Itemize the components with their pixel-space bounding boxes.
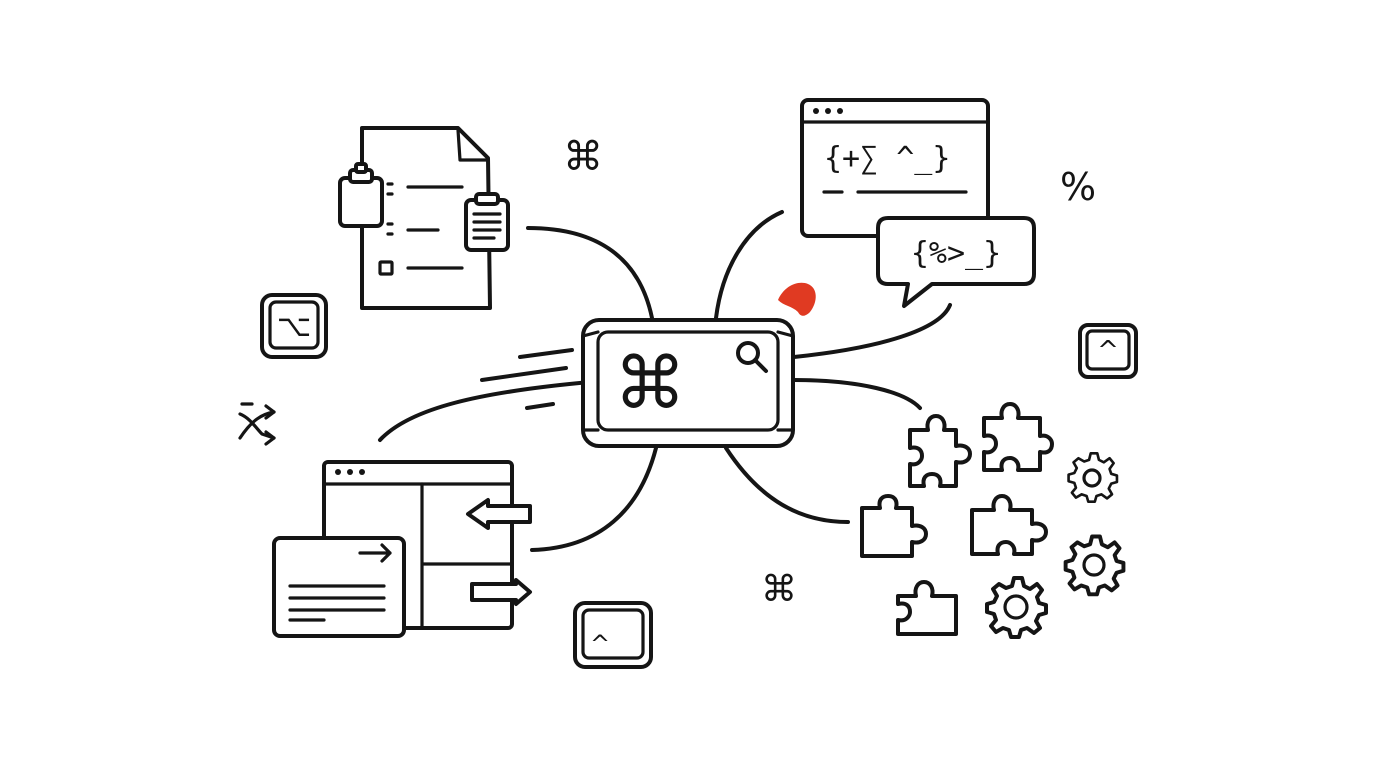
caret-key-bottom-glyph: ^ [590,630,610,658]
split-window [272,460,532,638]
connector-puzzle-upper [792,378,922,410]
code-editor-window: {+∑ ^_} [800,98,990,238]
connector-lines [378,210,952,552]
gear-icon [1067,452,1119,504]
speech-bubble-text: {%>_} [911,236,1001,271]
motion-lines [480,348,574,410]
connector-puzzle-lower [724,446,850,524]
clipboard-icon [338,162,384,228]
gear-icon [1063,534,1126,597]
connector-speech-bubble [792,303,952,359]
connector-split-window [530,446,658,552]
command-glyph-bottom: ⌘ [761,569,797,610]
command-glyph-top: ⌘ [563,134,603,180]
puzzle-piece-icon [970,494,1048,556]
hub-command-key[interactable]: ⌘ [581,318,795,448]
caret-key-bottom[interactable]: ^ [573,601,653,669]
arrow-left-icon [466,498,532,530]
checklist-document [338,126,510,310]
puzzle-piece-icon [896,580,958,636]
code-window-text: {+∑ ^_} [824,141,950,176]
shuffle-icon [238,402,276,446]
option-key-glyph: ⌥ [277,309,312,344]
puzzle-piece-icon [908,414,972,488]
connector-left-arc [378,380,592,442]
terminal-speech-bubble: {%>_} [876,216,1036,308]
arrow-right-icon [470,578,532,606]
accent-blob [778,282,816,316]
connector-code-window [714,210,784,320]
connector-checklist [526,226,654,320]
caret-key-right[interactable]: ^ [1078,323,1138,379]
caret-key-right-glyph: ^ [1097,336,1119,366]
magnifier-icon[interactable] [736,341,768,373]
percent-glyph: % [1060,165,1096,209]
hub-command-glyph: ⌘ [614,341,686,425]
gear-icon [985,576,1048,639]
puzzle-piece-icon [860,494,928,558]
clipboard-list-icon [464,192,510,252]
option-key[interactable]: ⌥ [260,293,328,359]
puzzle-piece-icon [982,402,1054,472]
